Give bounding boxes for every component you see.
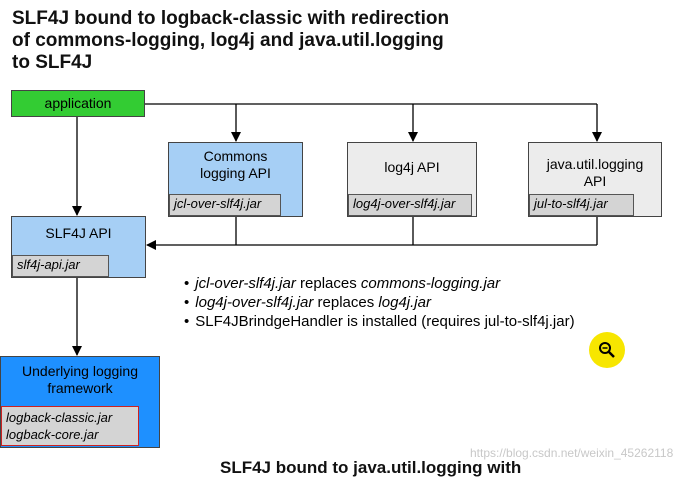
jcl-over-slf4j-jar: jcl-over-slf4j.jar xyxy=(169,194,281,216)
commons-label-line1: Commons xyxy=(203,148,268,164)
slf4j-api-jar: slf4j-api.jar xyxy=(12,255,109,277)
notes-list: jcl-over-slf4j.jar replaces commons-logg… xyxy=(184,274,575,331)
logback-classic-jar: logback-classic.jar xyxy=(6,410,113,425)
commons-label-line2: logging API xyxy=(200,165,271,181)
log4j-over-slf4j-jar: log4j-over-slf4j.jar xyxy=(348,194,472,216)
jul-label-line1: java.util.logging xyxy=(546,156,644,172)
log4j-box: log4j API log4j-over-slf4j.jar xyxy=(347,142,477,217)
zoom-icon[interactable] xyxy=(589,332,625,368)
slf4j-api-box: SLF4J API slf4j-api.jar xyxy=(11,216,146,278)
jul-label-line2: API xyxy=(583,173,607,189)
note-item: SLF4JBrindgeHandler is installed (requir… xyxy=(184,312,574,331)
commons-logging-box: Commons logging API jcl-over-slf4j.jar xyxy=(168,142,303,217)
application-label: application xyxy=(44,95,112,111)
jul-to-slf4j-jar: jul-to-slf4j.jar xyxy=(529,194,634,216)
log4j-label: log4j API xyxy=(384,159,440,175)
underlying-label-line2: framework xyxy=(47,380,113,396)
underlying-label-line1: Underlying logging xyxy=(22,363,138,379)
note-item: jcl-over-slf4j.jar replaces commons-logg… xyxy=(184,274,575,293)
application-box: application xyxy=(11,90,145,117)
underlying-framework-box: Underlying logging framework logback-cla… xyxy=(0,356,160,448)
slf4j-api-label: SLF4J API xyxy=(45,225,112,241)
jul-box: java.util.logging API jul-to-slf4j.jar xyxy=(528,142,662,217)
logback-jars: logback-classic.jar logback-core.jar xyxy=(1,406,139,446)
logback-core-jar: logback-core.jar xyxy=(6,427,99,442)
note-item: log4j-over-slf4j.jar replaces log4j.jar xyxy=(184,293,575,312)
diagram-title: SLF4J bound to logback-classic with redi… xyxy=(12,8,450,73)
watermark-text: https://blog.csdn.net/weixin_45262118 xyxy=(470,446,674,460)
next-diagram-title: SLF4J bound to java.util.logging with xyxy=(220,458,522,477)
